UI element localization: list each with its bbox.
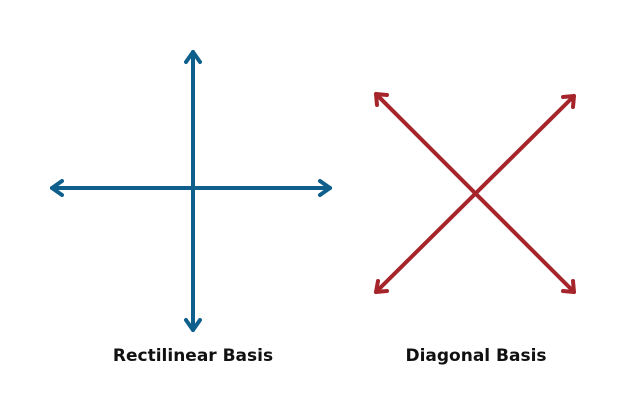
diagonal-basis-figure <box>374 92 576 294</box>
diagonal-arrow-down-right <box>374 92 576 294</box>
vertical-arrow <box>184 50 202 332</box>
rectilinear-basis-figure <box>50 50 332 332</box>
diagonal-basis-label: Diagonal Basis <box>405 346 547 366</box>
rectilinear-basis-label: Rectilinear Basis <box>112 346 274 366</box>
